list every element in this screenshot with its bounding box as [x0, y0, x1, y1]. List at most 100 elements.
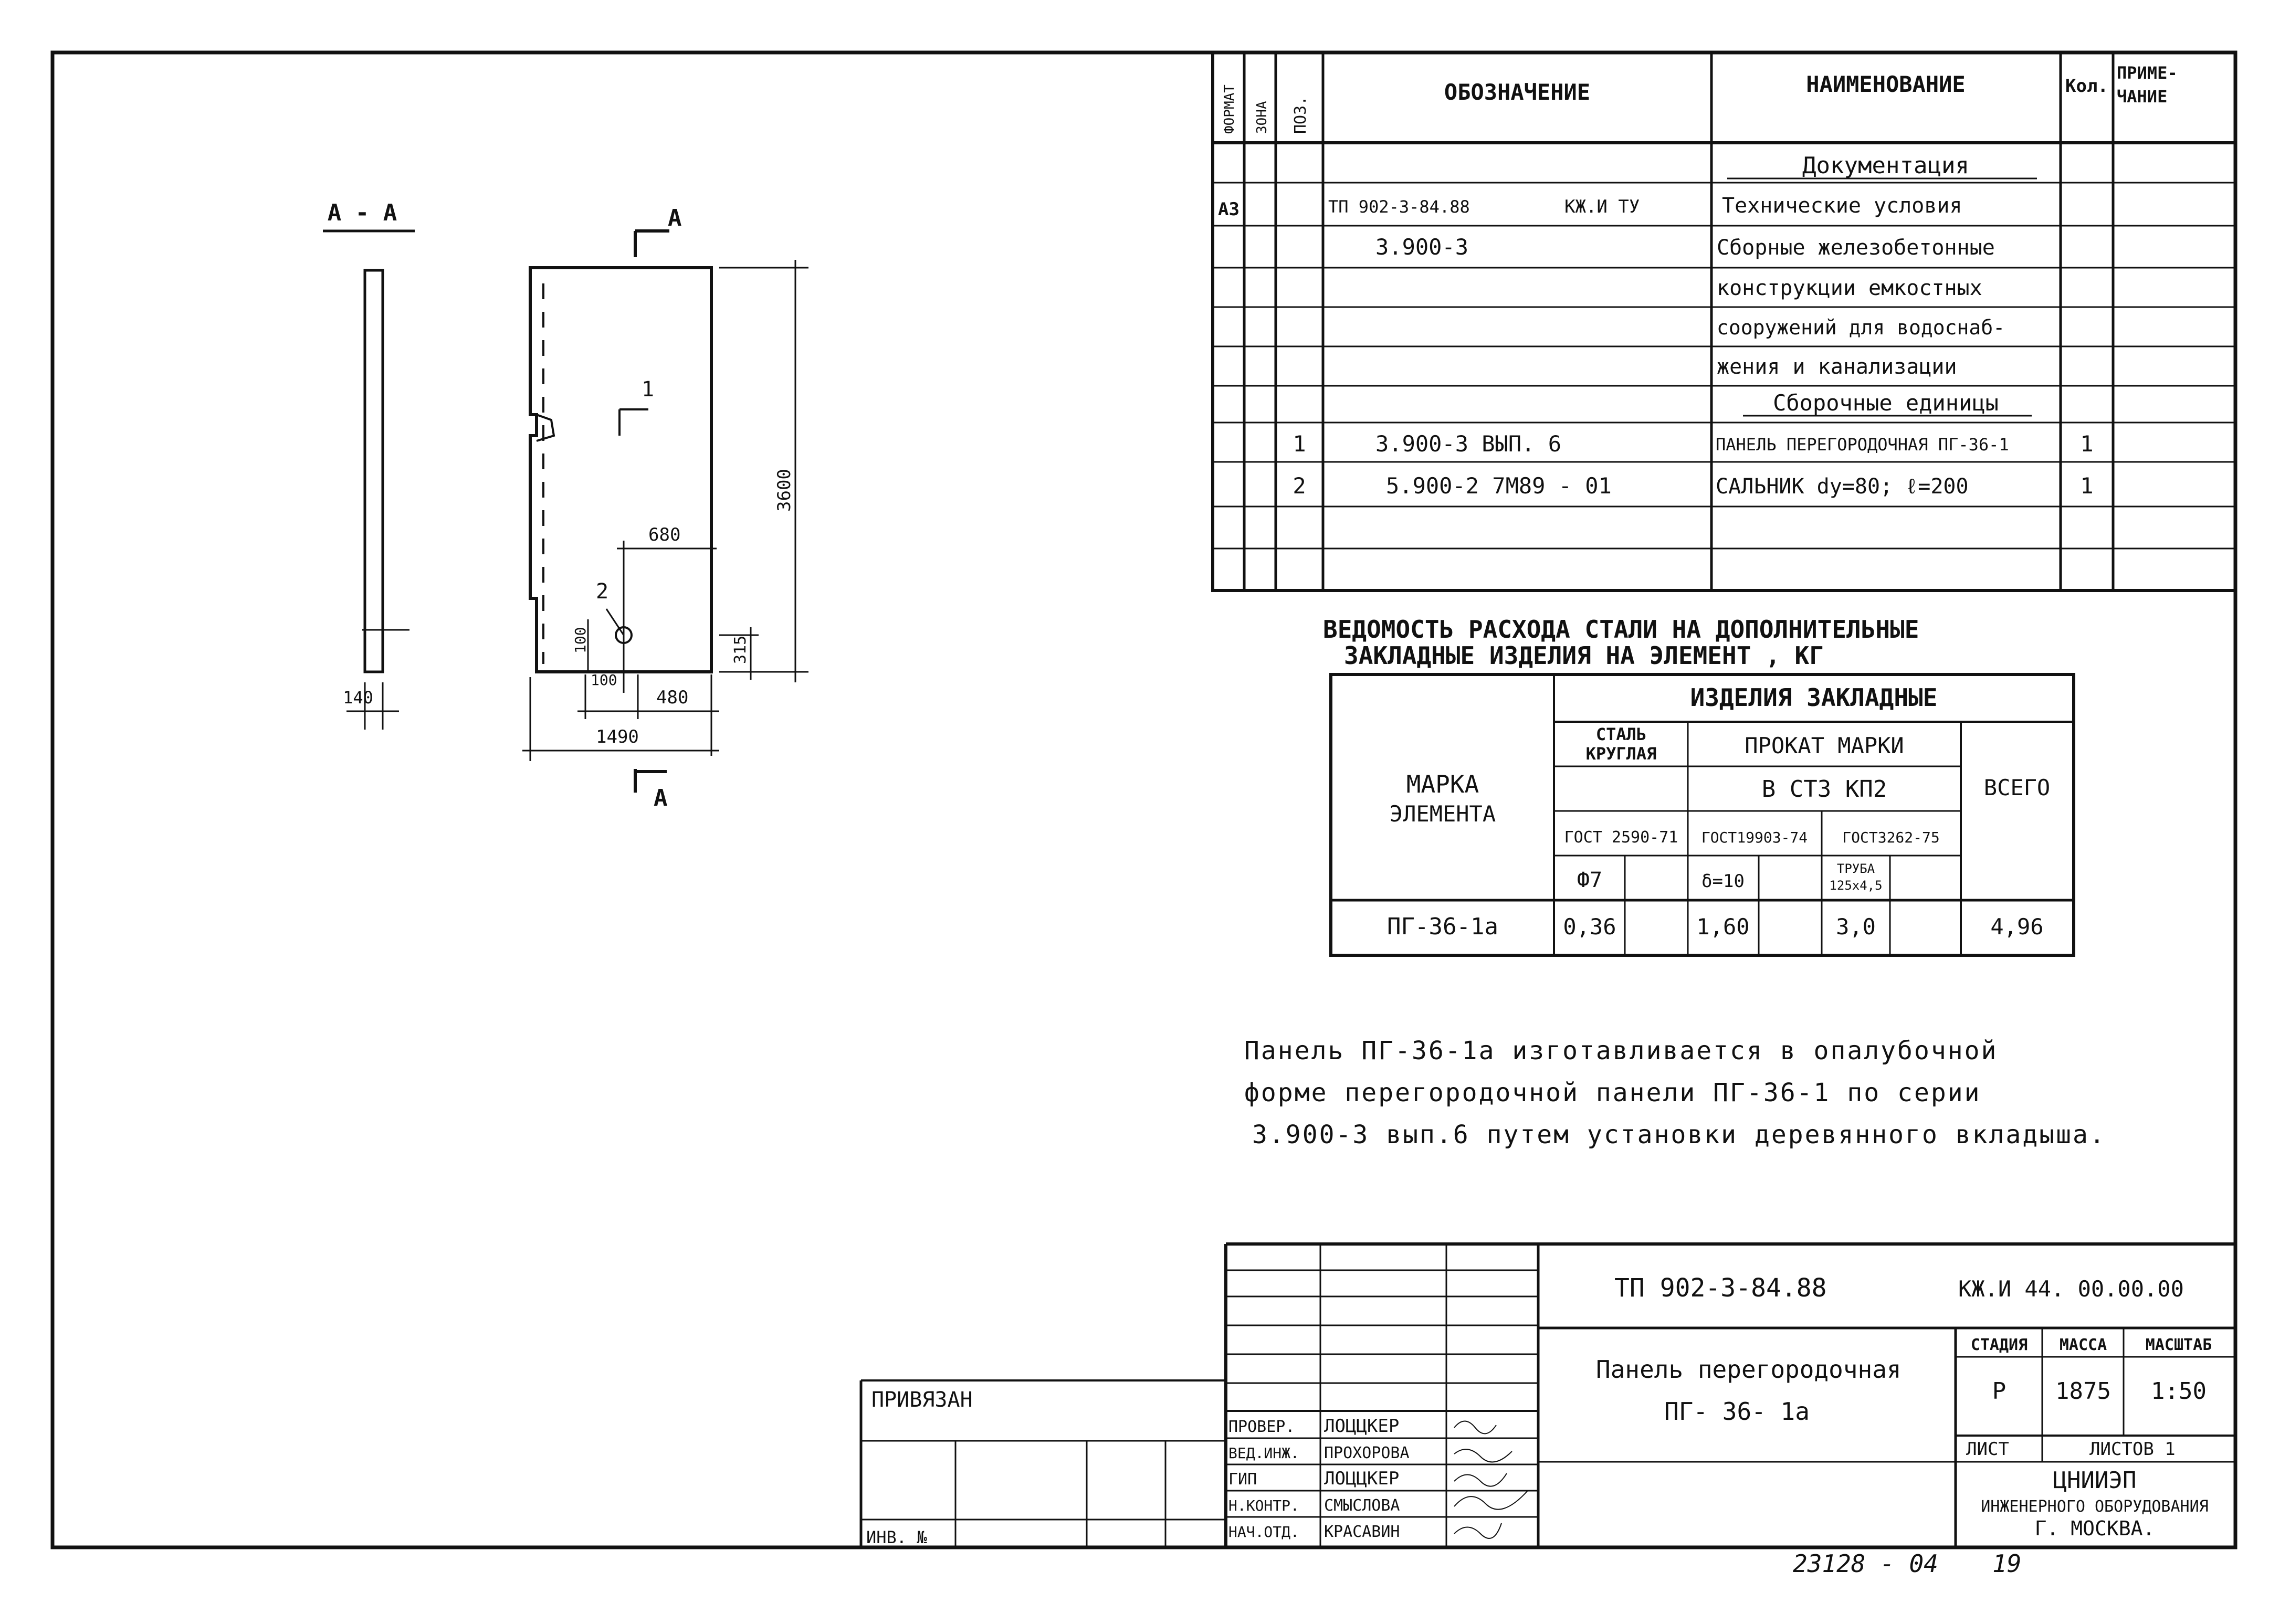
stamp-scale: 1:50: [2151, 1378, 2207, 1405]
spec-row1-qty: 1: [2080, 431, 2093, 457]
spec-header-pos: ПОЗ.: [1291, 96, 1310, 134]
stamp-sheets-label: ЛИСТОВ 1: [2089, 1439, 2176, 1460]
steel-grade-header: В СТ3 КП2: [1762, 776, 1887, 803]
spec-row-series-name-2: конструкции емкостных: [1717, 276, 1982, 300]
stamp-sheet-label: ЛИСТ: [1966, 1439, 2009, 1460]
stamp-org-line2: ИНЖЕНЕРНОГО ОБОРУДОВАНИЯ: [1981, 1498, 2208, 1516]
dim-100-vertical: 100: [572, 627, 589, 653]
steel-title-line2: ЗАКЛАДНЫЕ ИЗДЕЛИЯ НА ЭЛЕМЕНТ , КГ: [1344, 641, 1824, 670]
steel-group-header: ИЗДЕЛИЯ ЗАКЛАДНЫЕ: [1690, 683, 1938, 712]
steel-row-v2: 1,60: [1696, 914, 1749, 940]
steel-consumption: ВЕДОМОСТЬ РАСХОДА СТАЛИ НА ДОПОЛНИТЕЛЬНЫ…: [1323, 615, 2075, 957]
frame-border: [50, 50, 2238, 1549]
role-gip-name: ЛОЦЦКЕР: [1324, 1468, 1399, 1489]
spec-row2-qty: 1: [2080, 473, 2093, 499]
role-check-label: ПРОВЕР.: [1228, 1418, 1295, 1436]
spec-row-series-name-3: сооружений для водоснаб-: [1717, 316, 2005, 339]
spec-header-zone: ЗОНА: [1254, 101, 1270, 134]
steel-size3-line1: ТРУБА: [1837, 861, 1875, 876]
stamp-sheet-code: КЖ.И 44. 00.00.00: [1958, 1276, 2184, 1302]
archive-number: 23128 - 04: [1793, 1549, 1938, 1578]
note-line2: форме перегородочной панели ПГ-36-1 по с…: [1244, 1078, 1981, 1108]
page-number: 19: [1992, 1549, 2021, 1578]
dim-1490: 1490: [596, 726, 639, 747]
role-lead-label: ВЕД.ИНЖ.: [1228, 1444, 1299, 1462]
stamp-bound: ПРИВЯЗАН: [871, 1388, 973, 1412]
pos2-label: 2: [596, 579, 608, 604]
steel-size2: δ=10: [1701, 871, 1745, 892]
section-view: А - А 140: [323, 199, 415, 730]
cut-label-bottom: А: [654, 785, 668, 811]
stamp-stage-header: СТАДИЯ: [1971, 1336, 2028, 1354]
dim-480: 480: [656, 687, 688, 708]
role-head-label: НАЧ.ОТД.: [1228, 1523, 1299, 1541]
cut-label-top: А: [668, 205, 682, 231]
spec-row-documentation: Документация: [1802, 152, 1969, 179]
spec-row1-pos: 1: [1293, 431, 1306, 457]
spec-header-qty: Кол.: [2065, 76, 2108, 97]
spec-row-series-designation: 3.900-3: [1375, 234, 1468, 260]
role-gip-label: ГИП: [1228, 1470, 1257, 1489]
steel-size1: Ф7: [1577, 868, 1602, 892]
role-head-name: КРАСАВИН: [1324, 1523, 1400, 1541]
spec-header-format: ФОРМАТ: [1222, 85, 1237, 134]
steel-round-header-line1: СТАЛЬ: [1596, 724, 1646, 744]
steel-title-line1: ВЕДОМОСТЬ РАСХОДА СТАЛИ НА ДОПОЛНИТЕЛЬНЫ…: [1323, 615, 1919, 644]
stamp-mass-header: МАССА: [2060, 1336, 2107, 1354]
spec-row-tu-designation-extra: КЖ.И ТУ: [1564, 196, 1640, 217]
spec-header-name: НАИМЕНОВАНИЕ: [1806, 71, 1965, 97]
spec-row-tu-designation: ТП 902-3-84.88: [1328, 197, 1470, 217]
steel-size3-line2: 125x4,5: [1829, 878, 1882, 893]
dim-3600: 3600: [774, 469, 795, 512]
stamp-org-line3: Г. МОСКВА.: [2035, 1517, 2155, 1540]
spec-row-series-name-4: жения и канализации: [1717, 355, 1957, 379]
stamp-stage: Р: [1992, 1378, 2007, 1405]
spec-row-format-a3: А3: [1218, 199, 1239, 220]
steel-row-v3: 3,0: [1836, 914, 1876, 940]
dim-315: 315: [731, 636, 750, 664]
steel-gost2: ГОСТ19903-74: [1701, 829, 1808, 846]
note-line1: Панель ПГ-36-1а изготавливается в опалуб…: [1244, 1036, 1998, 1066]
pos1-label: 1: [642, 377, 654, 402]
role-check-name: ЛОЦЦКЕР: [1324, 1416, 1399, 1437]
stamp-title-line1: Панель перегородочная: [1596, 1355, 1902, 1384]
spec-row-tu-name: Технические условия: [1722, 194, 1962, 218]
spec-header-designation: ОБОЗНАЧЕНИЕ: [1444, 79, 1590, 105]
specification-table: ФОРМАТ ЗОНА ПОЗ. ОБОЗНАЧЕНИЕ НАИМЕНОВАНИ…: [1211, 51, 2237, 592]
section-title: А - А: [328, 199, 397, 226]
role-control-label: Н.КОНТР.: [1228, 1497, 1299, 1514]
note-line3: 3.900-3 вып.6 путем установки деревянног…: [1252, 1120, 2106, 1150]
steel-gost3: ГОСТ3262-75: [1842, 829, 1939, 846]
stamp-title-line2: ПГ- 36- 1а: [1664, 1397, 1810, 1426]
dim-100-horizontal: 100: [591, 671, 617, 689]
spec-row1-designation: 3.900-3 ВЫП. 6: [1375, 431, 1561, 457]
steel-row-mark: ПГ-36-1а: [1387, 913, 1498, 940]
steel-round-header-line2: КРУГЛАЯ: [1586, 744, 1657, 764]
stamp-mass: 1875: [2055, 1378, 2111, 1405]
dim-680: 680: [648, 524, 680, 545]
steel-mark-header-line2: ЭЛЕМЕНТА: [1390, 801, 1496, 827]
stamp-doc-code: ТП 902-3-84.88: [1614, 1273, 1827, 1303]
note-text: Панель ПГ-36-1а изготавливается в опалуб…: [1244, 1036, 2106, 1150]
spec-header-note-line2: ЧАНИЕ: [2117, 87, 2167, 107]
spec-row1-name: ПАНЕЛЬ ПЕРЕГОРОДОЧНАЯ ПГ-36-1: [1716, 435, 2009, 455]
stamp-org-line1: ЦНИИЭП: [2053, 1467, 2137, 1494]
panel-elevation: А А 1 2 3600 680 315 100 100 480: [522, 205, 808, 811]
steel-total-header: ВСЕГО: [1984, 775, 2050, 800]
spec-row2-designation: 5.900-2 7М89 - 01: [1386, 473, 1612, 499]
steel-row-v1: 0,36: [1563, 914, 1616, 940]
spec-row-series-name-1: Сборные железобетонные: [1717, 236, 1995, 260]
spec-row-assembly-units: Сборочные единицы: [1773, 390, 1999, 416]
steel-mark-header-line1: МАРКА: [1406, 770, 1479, 798]
steel-rolled-header: ПРОКАТ МАРКИ: [1745, 733, 1904, 758]
steel-row-total: 4,96: [1990, 914, 2043, 940]
spec-header-note-line1: ПРИМЕ-: [2117, 63, 2178, 83]
stamp-scale-header: МАСШТАБ: [2146, 1336, 2212, 1354]
spec-row2-pos: 2: [1293, 473, 1306, 499]
title-block: ПРИВЯЗАН ИНВ. № ПРОВЕР. ЛОЦЦКЕР ВЕД.ИНЖ.…: [859, 1242, 2235, 1547]
spec-row2-name: САЛЬНИК dу=80; ℓ=200: [1716, 474, 1969, 499]
steel-gost1: ГОСТ 2590-71: [1564, 828, 1678, 847]
role-lead-name: ПРОХОРОВА: [1324, 1444, 1410, 1462]
